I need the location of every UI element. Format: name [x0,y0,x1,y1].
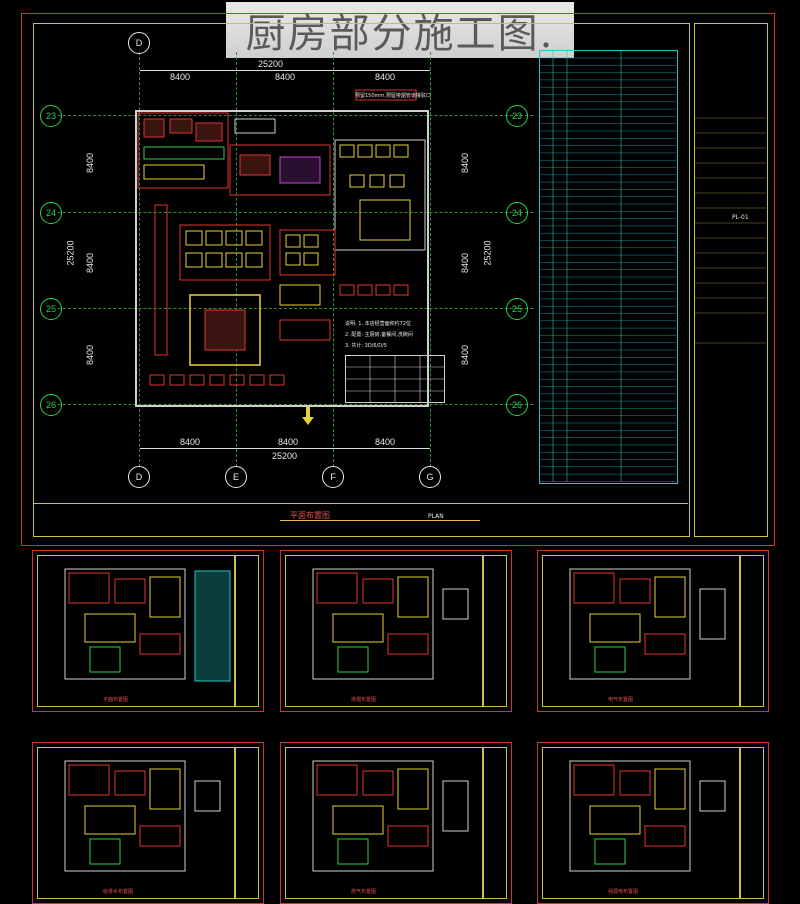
thumbnail-caption: 排烟布置图 [351,697,377,703]
grid-line-25 [58,308,533,309]
dim-line-bottom [140,448,430,449]
dim-top-3: 8400 [375,72,396,82]
sheet-thumbnail[interactable]: 强弱电布置图 [537,742,769,904]
axis-row-26-left: 26 [40,394,62,416]
main-sheet-frame [21,13,775,546]
thumbnail-title-block [740,747,764,899]
dim-bottom-3: 8400 [375,437,396,447]
grid-line-24 [58,212,533,213]
equipment-legend-lines [539,50,676,482]
dim-right-2: 8400 [460,252,471,274]
thumbnail-border [542,555,740,707]
dim-right-total: 25200 [482,240,493,266]
plan-caption-sub: PLAN [428,513,444,520]
plan-caption: 平面布置图 [290,511,330,520]
equipment-legend-table [539,50,678,484]
sheet-thumbnail[interactable]: 给排水布置图 [32,742,264,904]
thumbnail-plan [569,568,726,680]
sheet-thumbnail[interactable]: 燃气布置图 [280,742,512,904]
plan-note-3: 3. 共计: 3D/6/D/5 [345,343,387,349]
thumbnail-title-block [483,747,507,899]
thumbnail-plan [64,568,231,682]
dim-left-3: 8400 [85,344,96,366]
dim-right-1: 8400 [460,152,471,174]
thumbnail-caption: 给排水布置图 [103,889,134,895]
thumbnail-border [285,555,483,707]
axis-col-g-bottom: G [419,466,441,488]
thumbnail-caption: 电气布置图 [608,697,634,703]
main-sheet-border [33,23,690,537]
axis-row-25-right: 25 [506,298,528,320]
dim-line-top [140,70,430,71]
seating-table [345,355,445,403]
floor-plan-drawing [135,89,429,425]
dim-top-total: 25200 [258,59,284,69]
thumbnail-plan [64,760,221,872]
grid-line-23 [58,115,533,116]
title-block-border [694,23,768,537]
thumbnail-caption: 燃气布置图 [351,889,377,895]
axis-row-23-left: 23 [40,105,62,127]
axis-row-24-left: 24 [40,202,62,224]
dim-bottom-2: 8400 [278,437,299,447]
axis-row-24-right: 24 [506,202,528,224]
axis-col-d-top: D [128,32,150,54]
dim-bottom-total: 25200 [272,451,298,461]
dim-bottom-1: 8400 [180,437,201,447]
thumbnail-title-block [235,555,259,707]
axis-col-f-bottom: F [322,466,344,488]
sheet-thumbnail[interactable]: 电气布置图 [537,550,769,712]
header-note: 预留150mm,预留排烟管道接驳口 [355,93,431,99]
dim-top-1: 8400 [170,72,191,82]
grid-line-g [430,52,431,467]
grid-line-f [333,52,334,467]
thumbnail-caption: 强弱电布置图 [608,889,639,895]
axis-col-e-bottom: E [225,466,247,488]
thumbnail-caption: 平面布置图 [103,697,129,703]
caption-underline [280,520,480,521]
axis-row-23-right: 23 [506,105,528,127]
grid-line-26 [58,404,533,405]
plan-note-1: 说明: 1. 本店经营面积约72位 [345,321,411,327]
drawing-number: PL-01 [732,214,749,221]
thumbnail-plan [312,568,469,680]
sheet-thumbnail[interactable]: 排烟布置图 [280,550,512,712]
dim-left-total: 25200 [65,240,76,266]
caption-divider [33,503,688,504]
sheet-thumbnail[interactable]: 平面布置图 [32,550,264,712]
page-title: 厨房部分施工图. [226,2,574,58]
grid-line-d [139,52,140,467]
dim-right-3: 8400 [460,344,471,366]
thumbnail-plan [569,760,726,872]
thumbnail-border [37,555,235,707]
dim-left-2: 8400 [85,252,96,274]
thumbnail-title-block [235,747,259,899]
axis-row-25-left: 25 [40,298,62,320]
axis-col-d-bottom: D [128,466,150,488]
dim-left-1: 8400 [85,152,96,174]
thumbnail-plan [312,760,469,872]
thumbnail-title-block [483,555,507,707]
title-block-lines [694,117,766,344]
axis-row-26-right: 26 [506,394,528,416]
dim-top-2: 8400 [275,72,296,82]
grid-line-e [236,52,237,467]
plan-note-2: 2. 配置: 主厨房,备餐间,洗碗间 [345,332,413,338]
thumbnail-title-block [740,555,764,707]
